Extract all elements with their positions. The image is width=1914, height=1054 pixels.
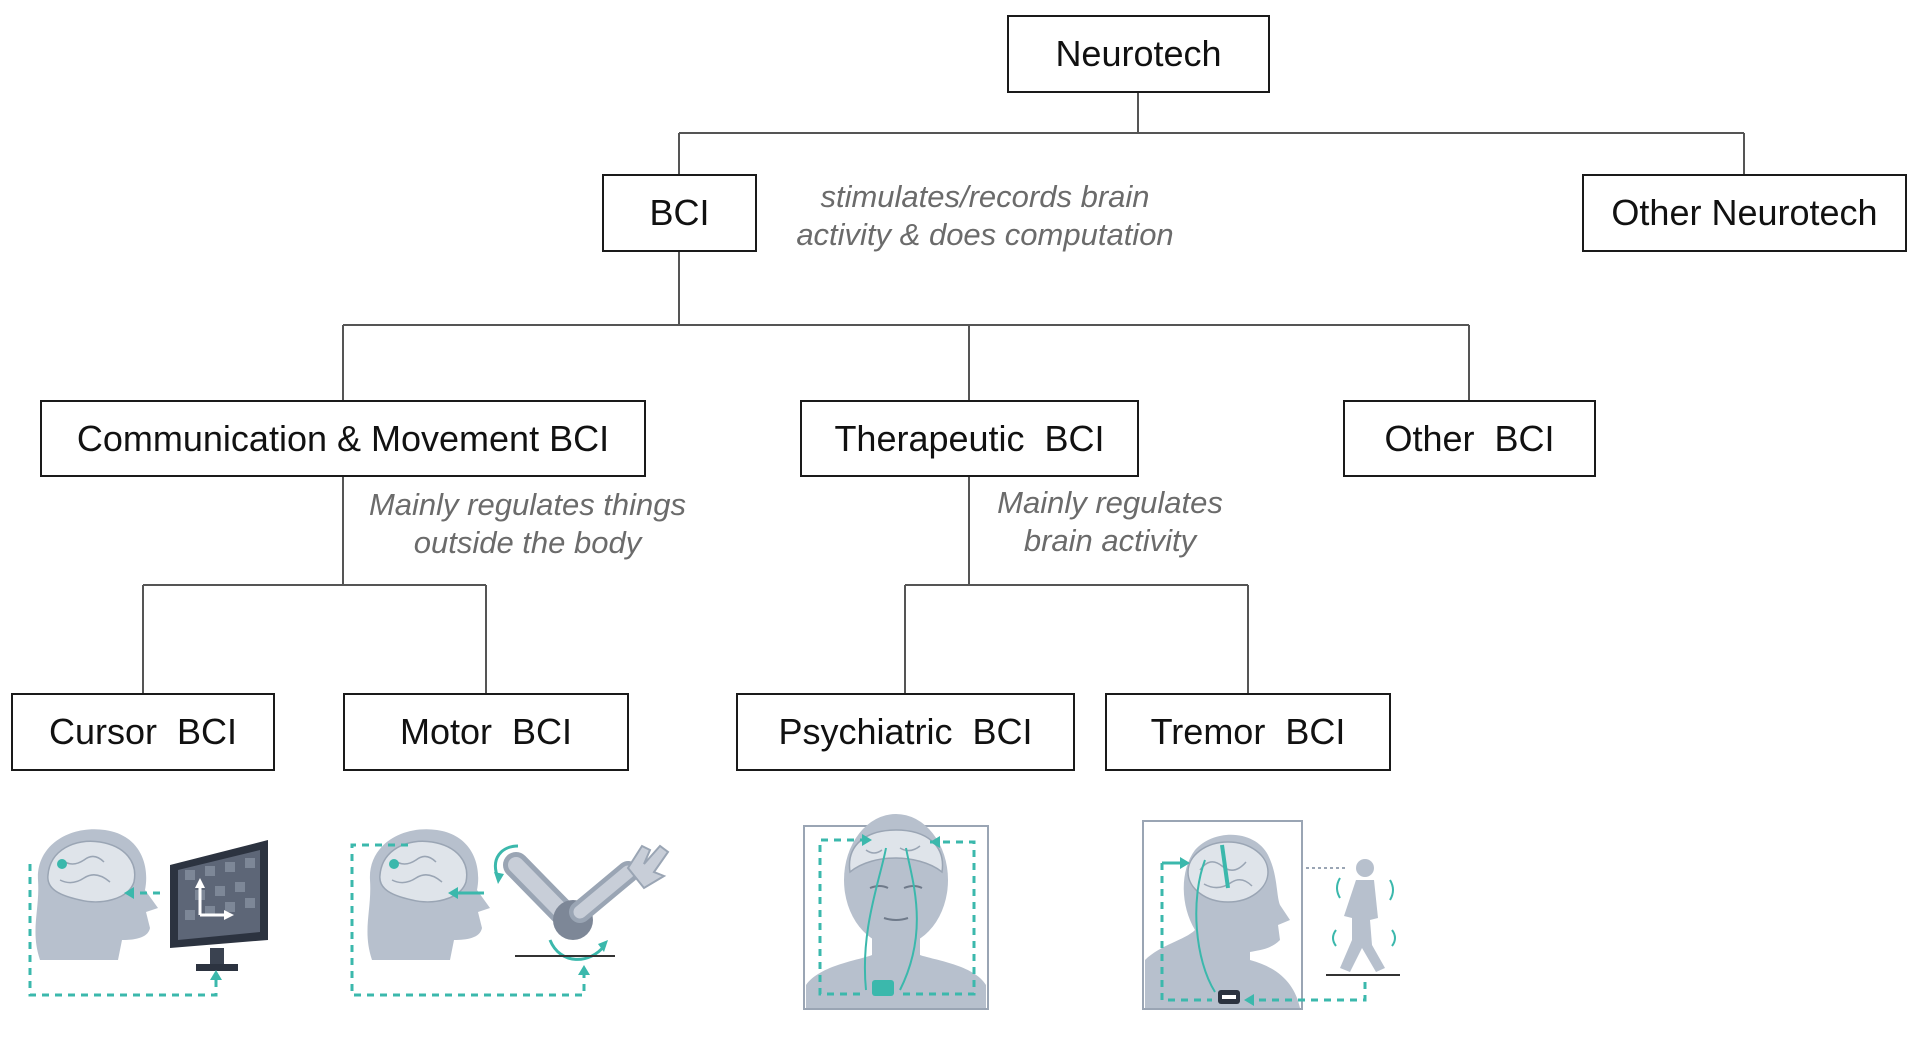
node-label: Motor BCI (399, 711, 573, 752)
node-other-neurotech: Other Neurotech (1582, 174, 1907, 252)
node-label: Neurotech (1055, 33, 1222, 74)
feedback-loop-arrow (350, 843, 586, 997)
feedback-loop-arrow (818, 838, 976, 996)
node-neurotech: Neurotech (1007, 15, 1270, 93)
node-therapeutic-bci: Therapeutic BCI (800, 400, 1139, 477)
annotation-line: activity & does computation (796, 217, 1174, 252)
annotation-line: outside the body (413, 525, 642, 560)
bci-annotation: stimulates/records brain activity & does… (770, 178, 1200, 254)
node-label: Cursor BCI (48, 711, 238, 752)
node-label: Communication & Movement BCI (76, 417, 610, 459)
frontal-head-icon (806, 814, 986, 1008)
node-label: Other Neurotech (1611, 192, 1878, 233)
therapeutic-annotation: Mainly regulates brain activity (960, 484, 1260, 560)
head-profile-icon (35, 829, 158, 960)
robotic-arm-icon (494, 844, 670, 961)
node-tremor-bci: Tremor BCI (1105, 693, 1391, 771)
feedback-loop-arrow (1160, 863, 1367, 1002)
annotation-line: brain activity (1023, 523, 1197, 558)
node-bci: BCI (602, 174, 757, 252)
monitor-icon (170, 840, 268, 971)
node-psychiatric-bci: Psychiatric BCI (736, 693, 1075, 771)
node-cursor-bci: Cursor BCI (11, 693, 275, 771)
communication-annotation: Mainly regulates things outside the body (340, 486, 715, 562)
node-communication-movement-bci: Communication & Movement BCI (40, 400, 646, 477)
head-profile-icon (367, 829, 490, 960)
head-profile-icon (1145, 834, 1300, 1008)
node-label: Other BCI (1384, 417, 1555, 459)
node-motor-bci: Motor BCI (343, 693, 629, 771)
node-label: Psychiatric BCI (778, 711, 1033, 752)
node-other-bci: Other BCI (1343, 400, 1596, 477)
annotation-line: Mainly regulates things (368, 487, 687, 522)
annotation-line: Mainly regulates (997, 485, 1223, 520)
node-label: Tremor BCI (1150, 711, 1346, 752)
node-label: Therapeutic BCI (834, 417, 1105, 459)
annotation-line: stimulates/records brain (820, 179, 1150, 214)
walking-person-icon (1326, 859, 1400, 976)
node-label: BCI (649, 192, 710, 233)
